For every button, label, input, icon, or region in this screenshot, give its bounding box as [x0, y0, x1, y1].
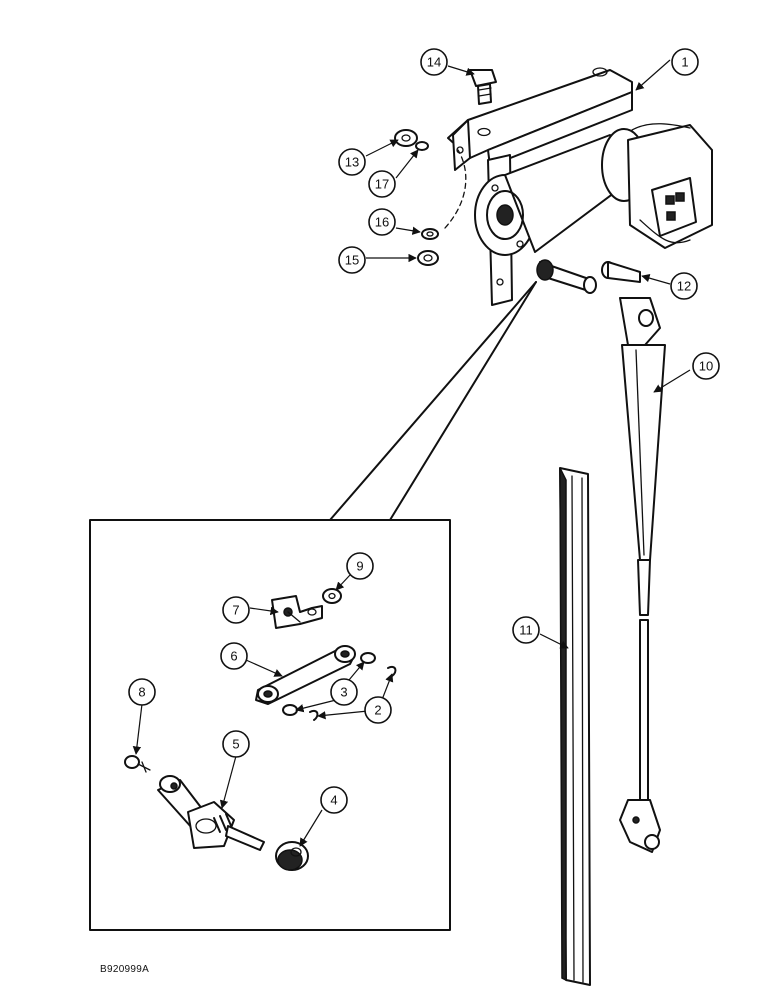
callout-8: 8	[128, 678, 156, 706]
callout-13: 13	[338, 148, 366, 176]
callout-6: 6	[220, 642, 248, 670]
lockwasher-17	[415, 141, 429, 151]
callout-1: 1	[671, 48, 699, 76]
detail-view-lines	[329, 281, 537, 521]
callout-15: 15	[338, 246, 366, 274]
nut-13	[394, 129, 418, 147]
svg-text:16: 16	[375, 215, 389, 230]
clip-7	[271, 595, 323, 629]
svg-text:7: 7	[232, 603, 239, 618]
switch-5	[157, 775, 265, 851]
figure-id: B920999A	[100, 964, 150, 975]
callout-10: 10	[692, 352, 720, 380]
callout-16: 16	[368, 208, 396, 236]
wiper-blade	[559, 467, 591, 986]
svg-text:8: 8	[138, 685, 145, 700]
nut-9	[322, 588, 342, 604]
svg-text:5: 5	[232, 737, 239, 752]
svg-text:14: 14	[427, 55, 441, 70]
nut-15	[417, 250, 439, 266]
callout-14: 14	[420, 48, 448, 76]
washers-3	[282, 652, 376, 716]
lockwasher-16	[421, 228, 439, 240]
callout-5: 5	[222, 730, 250, 758]
svg-text:1: 1	[681, 55, 688, 70]
knob-4	[275, 841, 309, 871]
svg-text:17: 17	[375, 177, 389, 192]
svg-text:11: 11	[519, 623, 533, 638]
callout-7: 7	[222, 596, 250, 624]
svg-text:2: 2	[374, 703, 381, 718]
svg-text:9: 9	[356, 559, 363, 574]
callout-3: 3	[330, 678, 358, 706]
svg-text:13: 13	[345, 155, 359, 170]
callout-4: 4	[320, 786, 348, 814]
screw-8	[124, 755, 151, 773]
leader-lines	[132, 59, 691, 847]
callout-9: 9	[346, 552, 374, 580]
callout-17: 17	[368, 170, 396, 198]
pivot-stud	[601, 261, 641, 283]
svg-text:12: 12	[677, 279, 691, 294]
svg-text:15: 15	[345, 253, 359, 268]
svg-text:4: 4	[330, 793, 337, 808]
callout-12: 12	[670, 272, 698, 300]
callout-2: 2	[364, 696, 392, 724]
wiper-motor	[474, 123, 713, 294]
svg-text:6: 6	[230, 649, 237, 664]
svg-text:10: 10	[699, 359, 713, 374]
detail-box	[89, 519, 451, 931]
mounting-bracket	[447, 67, 633, 306]
capscrew-14	[469, 69, 497, 105]
callout-11: 11	[512, 616, 540, 644]
svg-text:3: 3	[340, 685, 347, 700]
drive-link-6	[255, 645, 356, 705]
wiper-arm	[619, 297, 666, 853]
